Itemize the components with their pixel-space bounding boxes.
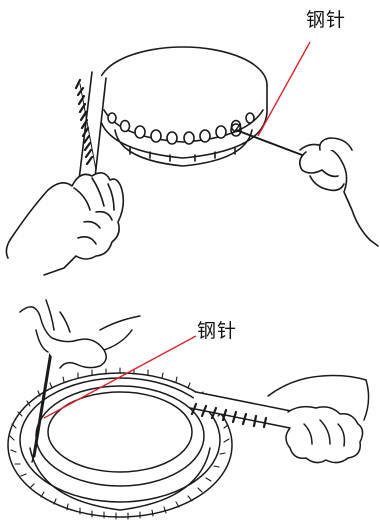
needle-label-top: 钢针: [306, 11, 346, 30]
burner-cap: [99, 47, 267, 166]
left-hand-top: [6, 173, 123, 275]
right-hand-top: [300, 138, 378, 246]
top-panel: [6, 47, 378, 275]
burner-ring: [8, 368, 232, 519]
bottom-panel: [8, 300, 369, 519]
needle-label-bottom: 钢针: [197, 322, 237, 341]
left-hand-bottom: [20, 300, 140, 368]
